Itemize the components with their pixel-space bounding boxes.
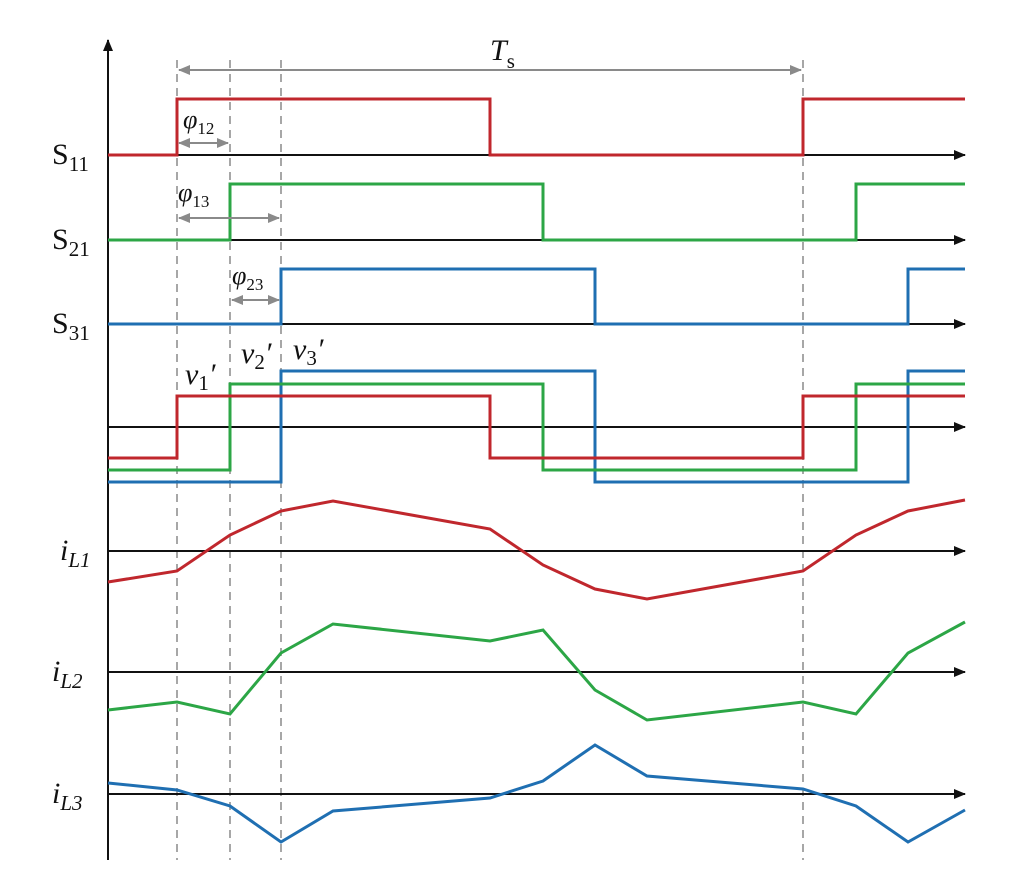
il3-label: iL3	[52, 777, 83, 815]
s31-label: S31	[52, 307, 90, 345]
il2-waveform	[107, 620, 966, 722]
v2-waveform	[108, 382, 965, 472]
s21-label: S21	[52, 223, 90, 261]
s11-waveform	[108, 97, 965, 157]
s21-waveform	[108, 182, 965, 242]
horizontal-axes	[108, 150, 966, 799]
v3-label: v3′	[293, 333, 324, 370]
phi13-label: φ13	[178, 178, 209, 211]
phi23-label: φ23	[232, 261, 263, 294]
s31-waveform	[108, 267, 965, 326]
v1-label: v1′	[185, 358, 216, 395]
il1-waveform	[107, 498, 966, 601]
s11-label: S11	[52, 138, 89, 176]
il1-label: iL1	[60, 534, 91, 572]
v3-waveform	[108, 369, 965, 484]
v2-label: v2′	[241, 337, 272, 374]
v1-waveform	[108, 394, 965, 460]
dashed-guides	[176, 60, 804, 860]
period-label: Ts	[490, 34, 515, 73]
il2-label: iL2	[52, 655, 83, 693]
il3-waveform	[107, 743, 966, 844]
phi12-label: φ12	[183, 105, 214, 138]
